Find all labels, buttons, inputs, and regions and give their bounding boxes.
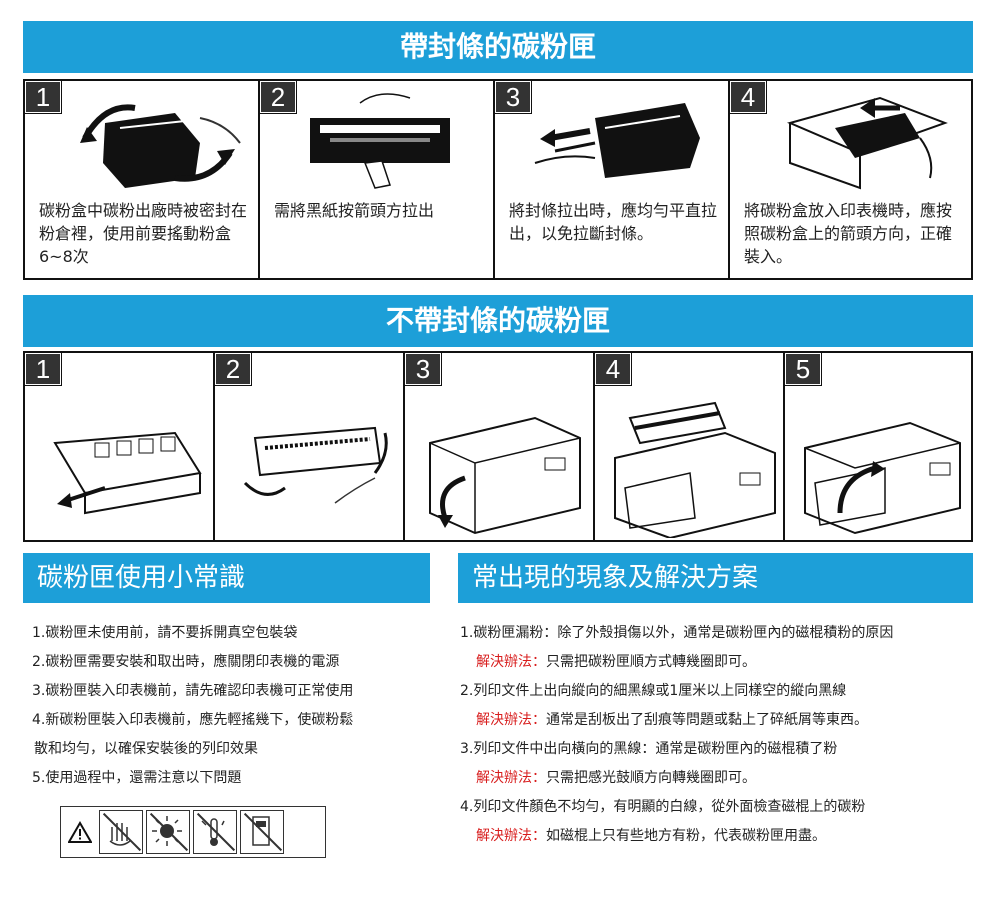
tips-list: 1.碳粉匣未使用前，請不要拆開真空包裝袋 2.碳粉匣需要安裝和取出時，應關閉印表…	[32, 619, 452, 793]
solution-text: 只需把碳粉匣順方式轉幾圈即可。	[546, 654, 756, 670]
unsealed-step-3: 3	[405, 353, 595, 540]
step-number: 3	[495, 81, 531, 113]
sealed-step-3: 3 將封條拉出時，應均勻平直拉出，以免拉斷封條。	[495, 81, 730, 278]
solution-label: 解決辦法：	[476, 654, 546, 670]
no-touch-icon	[99, 810, 143, 854]
problem-item: 2.列印文件上出向縱向的細黑線或1厘米以上同樣空的縱向黑線	[460, 683, 847, 699]
solution-item: 解決辦法：通常是刮板出了刮痕等問題或黏上了碎紙屑等東西。	[460, 706, 980, 735]
step-number: 1	[25, 81, 61, 113]
sealed-step-4: 4 將碳粉盒放入印表機時，應按照碳粉盒上的箭頭方向，正確裝入。	[730, 81, 971, 278]
sealed-step-1-text: 碳粉盒中碳粉出廠時被密封在粉倉裡，使用前要搖動粉盒6~8次	[39, 201, 248, 266]
pull-seal-strip-illustration	[534, 103, 700, 178]
step-number: 2	[215, 353, 251, 385]
sealed-step-2: 2 需將黑紙按箭頭方拉出	[260, 81, 495, 278]
caution-icons-strip	[60, 806, 326, 858]
tip-item: 散和均勻，以確保安裝後的列印效果	[34, 741, 258, 757]
solution-label: 解決辦法：	[476, 828, 546, 844]
unsealed-step-2: 2	[215, 353, 405, 540]
step-number: 1	[25, 353, 61, 385]
unsealed-step-1: 1	[25, 353, 215, 540]
pull-black-paper-illustration	[310, 93, 450, 189]
tips-header: 碳粉匣使用小常識	[23, 553, 430, 603]
sealed-step-2-text: 需將黑紙按箭頭方拉出	[274, 201, 435, 220]
problem-item: 1.碳粉匣漏粉：除了外殼損傷以外，通常是碳粉匣內的磁棍積粉的原因	[460, 625, 894, 641]
problem-item: 4.列印文件顏色不均勻，有明顯的白線，從外面檢查磁棍上的碳粉	[460, 799, 866, 815]
solution-item: 解決辦法：只需把感光鼓順方向轉幾圈即可。	[460, 764, 980, 793]
unsealed-step-4: 4	[595, 353, 785, 540]
open-printer-cover-illustration	[429, 416, 581, 535]
problem-item: 3.列印文件中出向橫向的黑線：通常是碳粉匣內的磁棍積了粉	[460, 741, 838, 757]
unsealed-step-5: 5	[785, 353, 971, 540]
tip-item: 2.碳粉匣需要安裝和取出時，應關閉印表機的電源	[32, 654, 340, 670]
step-number: 4	[730, 81, 766, 113]
solution-label: 解決辦法：	[476, 712, 546, 728]
sealed-step-3-text: 將封條拉出時，應均勻平直拉出，以免拉斷封條。	[509, 201, 718, 243]
solution-label: 解決辦法：	[476, 770, 546, 786]
sealed-steps-panel: 1 碳粉盒中碳粉出廠時被密封在粉倉裡，使用前要搖動粉盒6~8次 2 需將黑紙按箭…	[23, 79, 973, 280]
shake-unsealed-illustration	[243, 426, 388, 504]
step-number: 5	[785, 353, 821, 385]
tip-item: 1.碳粉匣未使用前，請不要拆開真空包裝袋	[32, 625, 298, 641]
problems-header: 常出現的現象及解決方案	[458, 553, 973, 603]
solution-item: 解決辦法：如磁棍上只有些地方有粉，代表碳粉匣用盡。	[460, 822, 980, 851]
unsealed-steps-panel: 1 2 3 4	[23, 351, 973, 542]
sealed-cartridge-title: 帶封條的碳粉匣	[399, 30, 596, 63]
warning-icon	[61, 821, 99, 843]
no-stand-upright-icon	[240, 810, 284, 854]
problems-list: 1.碳粉匣漏粉：除了外殼損傷以外，通常是碳粉匣內的磁棍積粉的原因 解決辦法：只需…	[460, 619, 980, 851]
step-number: 3	[405, 353, 441, 385]
tip-item: 3.碳粉匣裝入印表機前，請先確認印表機可正常使用	[32, 683, 354, 699]
remove-packaging-illustration	[53, 431, 202, 515]
sealed-step-4-text: 將碳粉盒放入印表機時，應按照碳粉盒上的箭頭方向，正確裝入。	[744, 201, 953, 266]
tip-item: 4.新碳粉匣裝入印表機前，應先輕搖幾下，使碳粉鬆	[32, 712, 354, 728]
solution-item: 解決辦法：只需把碳粉匣順方式轉幾圈即可。	[460, 648, 980, 677]
tip-item: 5.使用過程中，還需注意以下問題	[32, 770, 242, 786]
solution-text: 通常是刮板出了刮痕等問題或黏上了碎紙屑等東西。	[546, 712, 868, 728]
step-number: 4	[595, 353, 631, 385]
close-printer-cover-illustration	[804, 421, 961, 535]
unsealed-cartridge-title: 不帶封條的碳粉匣	[385, 304, 610, 337]
solution-text: 如磁棍上只有些地方有粉，代表碳粉匣用盡。	[546, 828, 826, 844]
tips-title: 碳粉匣使用小常識	[37, 563, 246, 593]
no-heat-icon	[193, 810, 237, 854]
step-number: 2	[260, 81, 296, 113]
sealed-step-1: 1 碳粉盒中碳粉出廠時被密封在粉倉裡，使用前要搖動粉盒6~8次	[25, 81, 260, 278]
no-sunlight-icon	[146, 810, 190, 854]
shake-cartridge-illustration	[80, 104, 241, 188]
unsealed-cartridge-banner: 不帶封條的碳粉匣	[23, 295, 973, 347]
sealed-cartridge-banner: 帶封條的碳粉匣	[23, 21, 973, 73]
solution-text: 只需把感光鼓順方向轉幾圈即可。	[546, 770, 756, 786]
insert-into-printer-illustration	[614, 401, 776, 538]
insert-cartridge-illustration	[786, 96, 948, 190]
problems-title: 常出現的現象及解決方案	[472, 563, 759, 593]
